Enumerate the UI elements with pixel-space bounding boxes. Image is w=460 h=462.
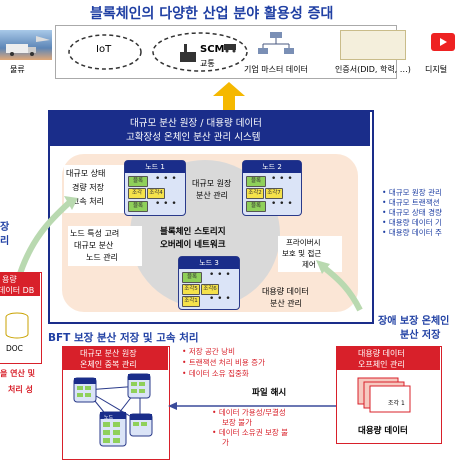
label-digital: 디지털: [425, 64, 447, 75]
db-line1: 용량: [2, 274, 17, 285]
file-stack-icon: [356, 376, 426, 416]
right-cut-line1: 장애 보장 온체인: [378, 312, 449, 327]
right-cut-line2: 분산 저장: [400, 326, 440, 341]
database-icon: [4, 312, 30, 340]
offchain-line1: 대용량 데이터: [358, 348, 405, 359]
problem-item: • 트랜잭션 처리 비용 증가: [182, 357, 265, 368]
system-title-line1: 대규모 분산 원장 / 대용량 데이터: [130, 115, 262, 129]
up-arrow-icon: [213, 82, 245, 110]
node-1-label: 노드 1: [125, 161, 185, 173]
ledger-box-line2: 온체인 중복 관리: [80, 359, 137, 370]
play-icon: [431, 33, 455, 51]
label-traffic: 교통: [200, 58, 215, 69]
doc-label: DOC: [6, 344, 23, 353]
mini-node: [128, 374, 150, 398]
mini-node: [130, 414, 152, 436]
ledger-box-line1: 대규모 분산 원장: [80, 348, 137, 359]
left-red-line1: 을 연산 및: [0, 368, 35, 379]
node-2-label: 노드 2: [243, 161, 301, 173]
problem-item: 보장 불가: [212, 418, 288, 428]
mini-node-network: [64, 372, 164, 458]
state-line1: 대규모 상태: [66, 168, 105, 179]
truck-icon: [224, 44, 236, 53]
mini-node-label: 노드: [104, 414, 113, 421]
factory-icon: [180, 44, 196, 62]
problem-item: • 데이터 소유 집중화: [182, 368, 265, 379]
problem-item: • 저장 공간 낭비: [182, 346, 265, 357]
problem-list-2: • 데이터 가용성/무결성 보장 불가 • 데이터 소유권 보장 불 가: [212, 408, 288, 448]
problem-item: 가: [212, 438, 288, 448]
problem-item: • 데이터 소유권 보장 불: [212, 428, 288, 438]
label-logistics: 물류: [10, 64, 25, 75]
logistics-image: [0, 30, 52, 60]
certificate-icon: [340, 30, 406, 60]
label-scm: SCM: [200, 44, 225, 55]
problem-list-1: • 저장 공간 낭비 • 트랜잭션 처리 비용 증가 • 데이터 소유 집중화: [182, 346, 265, 379]
system-title-line2: 고확장성 온체인 분산 관리 시스템: [126, 129, 260, 143]
label-iot: IoT: [96, 44, 111, 55]
enterprise-icon: [256, 30, 296, 58]
left-red-line2: 처리 성: [8, 384, 33, 395]
label-enterprise: 기업 마스터 데이터: [244, 64, 308, 75]
usage-title: 블록체인의 다양한 산업 분야 활용성 증대: [90, 3, 333, 23]
problem-item: • 데이터 가용성/무결성: [212, 408, 288, 418]
truck-icon: [0, 30, 52, 60]
db-line2: 데이터 DB: [0, 285, 34, 296]
left-arrow-icon: [168, 396, 338, 406]
offchain-caption: 대용량 데이터: [358, 424, 408, 436]
offchain-line2: 오프체인 관리: [358, 359, 405, 370]
mini-node: [74, 378, 96, 402]
bft-title: BFT 보장 분산 저장 및 고속 처리: [48, 330, 199, 345]
offchain-piece-label: 조각 1: [388, 398, 405, 407]
label-cert: 인증서(DID, 학력, …): [335, 64, 411, 75]
